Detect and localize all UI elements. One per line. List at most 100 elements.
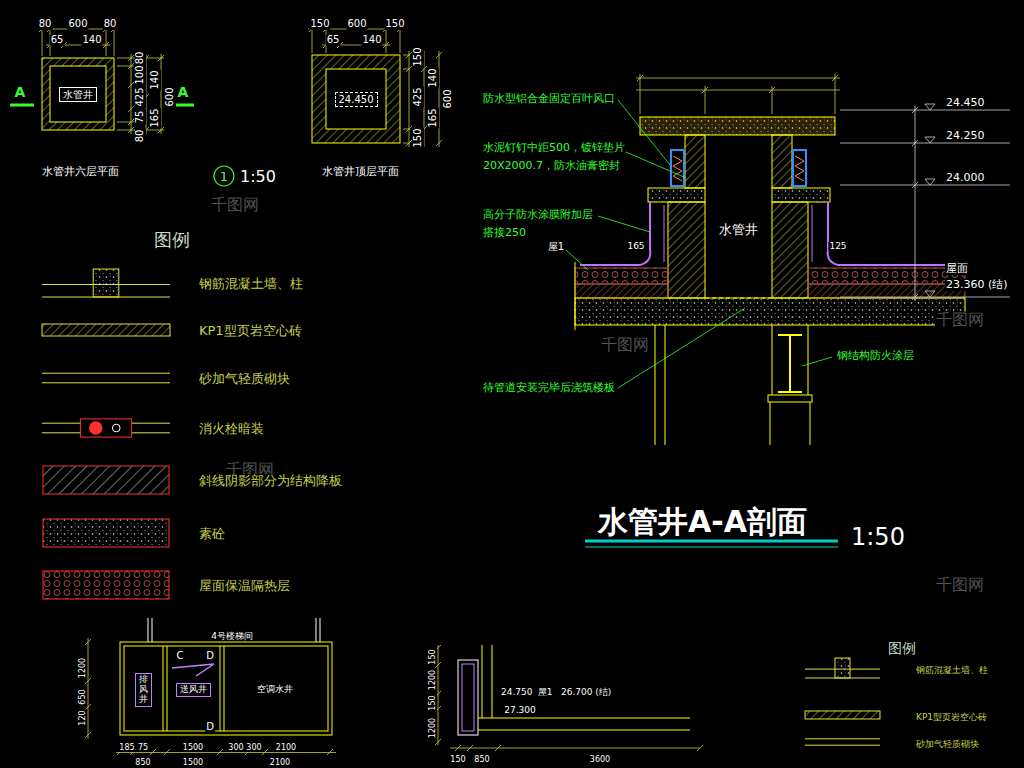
dimension-text: 165 <box>150 107 161 128</box>
legend-text: 素砼 <box>198 527 226 541</box>
dimension-text: 165 <box>428 107 439 128</box>
box-label: 水管井 <box>63 89 93 100</box>
section-letter-wrap: A <box>14 84 27 100</box>
dimension-text: 600 <box>443 88 454 109</box>
detail-number-wrap: 1 <box>219 168 229 184</box>
dimension-text: 2100 <box>269 759 291 767</box>
scale-text-wrap: 1:50 <box>850 525 906 550</box>
dimension-text-wrap: 600 <box>346 14 367 30</box>
dimension-text: 1500 <box>182 759 204 767</box>
dimension-text-wrap: 150 <box>449 749 466 765</box>
legend-heading: 图例 <box>153 231 191 250</box>
dimension-text-wrap: 650 <box>72 688 88 705</box>
shaft-room: 水管井 <box>59 87 97 102</box>
legend-text-wrap: 钢筋混凝土墙、柱 <box>198 275 304 291</box>
legend-text: 钢筋混凝土墙、柱 <box>198 277 304 291</box>
dimension-text-wrap: 1200 <box>422 669 438 691</box>
dimension-text-wrap: 150 <box>422 694 438 711</box>
room-label: 4号楼梯间 <box>210 632 254 641</box>
scale-text-wrap: 1:50 <box>239 169 277 186</box>
callout-note: 20X2000.7，防水油膏密封 <box>482 160 621 172</box>
dimension-text: 140 <box>361 35 382 46</box>
section-letter: D <box>205 651 215 662</box>
callout-note-wrap: 高分子防水涂膜附加层 <box>482 205 594 221</box>
elevation-text: 23.360 (结) <box>945 279 1009 291</box>
exhaust-shaft: 排风井 <box>135 673 152 707</box>
dimension-text: 80 <box>38 19 53 30</box>
drawing-title: 水管井A-A剖面 <box>597 506 808 538</box>
dimension-lines <box>38 25 164 134</box>
dimension-text: 140 <box>81 35 102 46</box>
dimension-text-wrap: 140 <box>81 30 102 46</box>
dimension-text-wrap: 850 <box>473 749 490 765</box>
dimension-text-wrap: 165 <box>423 107 439 128</box>
dimension-text-wrap: 80 <box>130 129 146 144</box>
elevation-text: 26.700 (结) <box>560 688 612 697</box>
detail-number: 1 <box>219 170 229 184</box>
dimension-text-wrap: 1500 <box>182 752 204 768</box>
box-label: 排风井 <box>139 675 148 705</box>
dimension-text: 600 <box>67 19 88 30</box>
legend-text-wrap: 斜线阴影部分为结构降板 <box>198 472 343 488</box>
dimension-text: 150 <box>429 648 437 665</box>
dimension-text: 1200 <box>429 717 437 739</box>
dimension-text: 150 <box>413 46 424 67</box>
dimension-text: 165 <box>626 242 645 251</box>
elevation-text: 24.000 <box>945 172 986 184</box>
dimension-text-wrap: 2100 <box>275 737 297 753</box>
legend-text: 消火栓暗装 <box>198 422 265 436</box>
elevation-text: 24.450 <box>945 97 986 109</box>
dimension-text-wrap: 1500 <box>182 737 204 753</box>
dimension-text-wrap: 2100 <box>269 752 291 768</box>
elevation-text-wrap: 24.250 <box>945 126 986 142</box>
dimension-text: 75 <box>137 744 149 752</box>
section-letter-wrap: A <box>177 84 190 100</box>
roof-edge-detail <box>435 645 703 751</box>
elevation-text: 屋面 <box>945 263 969 275</box>
dimension-text-wrap: 65 <box>50 30 65 46</box>
dimension-text-wrap: 80 <box>103 14 118 30</box>
dimension-text-wrap: 150 <box>422 648 438 665</box>
dimension-text: 650 <box>79 688 87 705</box>
dimension-text-wrap: 150 <box>309 14 330 30</box>
legend-text: 砂加气轻质砌块 <box>915 740 980 749</box>
dimension-text-wrap: 100 <box>130 64 146 85</box>
dimension-text: 2100 <box>275 744 297 752</box>
scale-text: 1:50 <box>239 169 277 186</box>
dimension-text: 65 <box>50 35 65 46</box>
layer-tag: 屋1 <box>547 242 565 253</box>
section-letter-wrap: D <box>205 646 215 662</box>
section-drawing <box>566 74 1010 445</box>
dimension-text: 140 <box>150 69 161 90</box>
callout-note: 搭接250 <box>482 227 527 239</box>
dimension-text: 150 <box>384 19 405 30</box>
legend-swatch <box>42 318 170 342</box>
dimension-text: 150 <box>309 19 330 30</box>
dimension-text-wrap: 3600 <box>589 749 611 765</box>
section-letter-wrap: D <box>205 717 215 733</box>
section-letter-wrap: C <box>176 646 185 662</box>
legend-text: KP1型页岩空心砖 <box>198 324 303 338</box>
watermark: 千图网 <box>935 577 985 594</box>
dimension-text-wrap: 165 <box>626 236 645 252</box>
callout-note-wrap: 搭接250 <box>482 223 527 239</box>
legend-text: 砂加气轻质砌块 <box>198 372 291 386</box>
dimension-text-wrap: 600 <box>160 86 176 107</box>
dimension-text-wrap: 150 <box>384 14 405 30</box>
dimension-text-wrap: 80 <box>38 14 53 30</box>
dimension-text: 120 <box>79 709 87 726</box>
elevation-text-wrap: 24.750 <box>500 682 534 698</box>
dimension-text: 100 <box>135 64 146 85</box>
dimension-text-wrap: 425 <box>408 86 424 107</box>
watermark-wrap: 千图网 <box>935 577 985 594</box>
dimension-text-wrap: 425 <box>130 86 146 107</box>
dimension-text-wrap: 80 <box>130 51 146 66</box>
title-underline <box>585 547 838 548</box>
dimension-text-wrap: 140 <box>423 67 439 88</box>
plan-title-wrap: 水管井六层平面 <box>41 162 120 178</box>
callout-note-wrap: 20X2000.7，防水油膏密封 <box>482 156 621 172</box>
section-letter: A <box>14 85 27 100</box>
callout-note: 水泥钉钉中距500，镀锌垫片 <box>482 142 626 154</box>
shaft-section: 水管井 <box>708 155 770 305</box>
elevation-text: 27.300 <box>503 706 537 715</box>
